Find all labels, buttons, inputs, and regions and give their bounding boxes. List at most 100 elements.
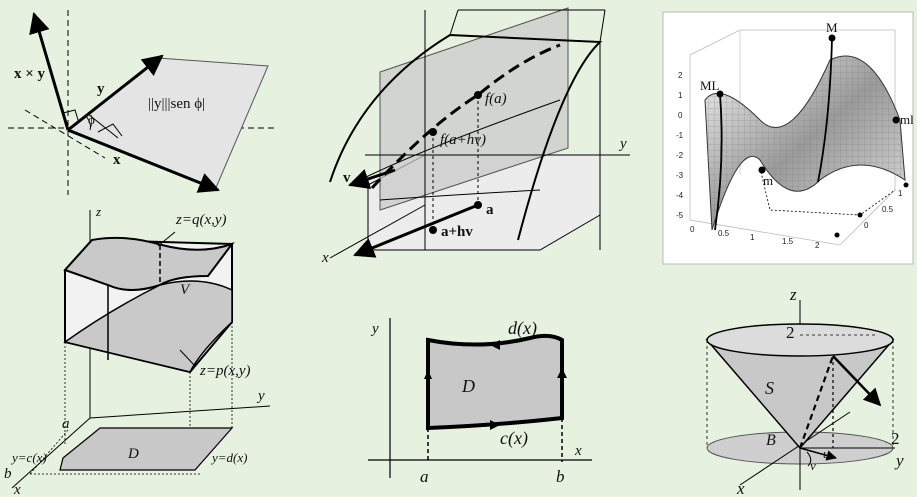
point-ahv — [429, 226, 437, 234]
z-axis-label: z — [95, 204, 101, 219]
x-tick: 1 — [750, 233, 755, 242]
top-surface-label: z=q(x,y) — [175, 212, 227, 228]
x-tick: 2 — [815, 241, 820, 250]
projection-point-1 — [857, 212, 863, 218]
point-fa — [474, 91, 482, 99]
x-tick: 1.5 — [782, 237, 794, 246]
x-axis — [11, 417, 91, 489]
lower-surface-edge — [359, 99, 561, 181]
height-line — [87, 113, 119, 139]
v-label: v — [810, 458, 816, 473]
z-tick: -2 — [676, 151, 684, 160]
fa-label: f(a) — [485, 91, 507, 107]
bottom-curve-label: c(x) — [500, 428, 528, 449]
a-label: a — [62, 416, 70, 432]
cone-top-rim — [706, 323, 894, 357]
z-tick-labels: 2 1 0 -1 -2 -3 -4 -5 — [676, 71, 684, 220]
z-tick: 0 — [678, 111, 683, 120]
v-vector-arrow — [348, 168, 396, 189]
box-edge-right — [599, 9, 606, 43]
x-axis-label: x — [13, 482, 21, 497]
area-label: ||y|||sen ϕ| — [148, 96, 205, 112]
y-axis-label: y — [370, 321, 379, 337]
bottom-arrowhead — [490, 420, 500, 430]
u-label: u — [823, 446, 830, 461]
region-d — [426, 333, 564, 431]
surface-curve-left — [714, 93, 723, 231]
fahv-label: f(a+hv) — [440, 132, 486, 148]
y-axis-label: y — [256, 388, 265, 404]
local-max-right-label: ml — [900, 112, 914, 127]
top-curve-label: d(x) — [508, 318, 537, 339]
bottom-surface-label: z=p(x,y) — [199, 363, 251, 379]
height-label: 2 — [786, 323, 795, 342]
surface-outline — [329, 33, 603, 241]
surface-curve-middle — [817, 37, 833, 183]
x-axis-label: x — [574, 443, 582, 459]
right-angle-mark — [62, 109, 80, 124]
y-axis-label: y — [894, 451, 904, 470]
x-tick: 0 — [690, 225, 695, 234]
lower-curve-label: y=c(x) — [10, 450, 47, 465]
max-point — [828, 34, 836, 42]
x-axis-label: x — [321, 250, 329, 266]
solid-region-diagram: z y x z=q(x,y) z=p(x,y) V D a b y=c(x) y… — [4, 204, 271, 497]
y-vector-arrow — [67, 54, 164, 132]
domain-curve — [379, 189, 541, 201]
z-axis-label: z — [789, 285, 797, 304]
a-label: a — [420, 467, 429, 486]
surface-plot-panel: ML M ml m 2 1 0 -1 -2 -3 -4 -5 0 0.5 1 1… — [662, 11, 914, 265]
right-arrowhead — [557, 368, 567, 378]
u-direction-arrow — [799, 447, 838, 461]
local-max-right-point — [892, 116, 900, 124]
surface-mesh — [705, 56, 905, 230]
y-vector-label: y — [97, 81, 105, 97]
base-label: B — [766, 432, 776, 449]
cone-diagram: z y x 2 2 S B u v — [705, 285, 904, 497]
directional-derivative-diagram: f(a) f(a+hv) a a+hv v x y — [321, 7, 630, 266]
max-label: M — [826, 20, 838, 35]
projection-point-2 — [834, 232, 840, 238]
min-point — [758, 166, 766, 174]
y-tick: 0 — [864, 221, 869, 230]
surface-label: S — [765, 378, 774, 398]
normal-vector-arrow — [832, 355, 882, 407]
a-label: a — [486, 202, 494, 218]
top-surface — [63, 236, 235, 291]
local-max-left-label: ML — [700, 78, 720, 93]
left-arrowhead — [424, 370, 432, 379]
y-axis-label: y — [618, 136, 627, 152]
z-tick: -4 — [676, 191, 684, 200]
radius-label: 2 — [891, 429, 900, 448]
z-tick: -3 — [676, 171, 684, 180]
upper-curve-label: y=d(x) — [210, 450, 247, 465]
cross-product-diagram: x × y y x ϕ ||y|||sen ϕ| — [8, 10, 275, 195]
point-a — [474, 201, 482, 209]
region-label: D — [127, 446, 139, 462]
x-vector-arrow — [67, 128, 220, 193]
x-axis — [739, 411, 851, 486]
x-vector-label: x — [113, 152, 121, 168]
y-tick-labels: 1 0.5 0 — [864, 189, 903, 230]
x-tick: 0.5 — [718, 229, 730, 238]
top-pointer — [157, 231, 176, 247]
height-right-angle — [97, 123, 123, 137]
y-tick: 1 — [898, 189, 903, 198]
vertical-plane — [379, 7, 569, 211]
projection-point-3 — [903, 182, 909, 188]
z-tick: 1 — [678, 91, 683, 100]
z-tick: -1 — [676, 131, 684, 140]
z-tick: 2 — [678, 71, 683, 80]
box-edge-top — [449, 9, 459, 36]
min-label: m — [763, 173, 773, 188]
x-tick-labels: 0 0.5 1 1.5 2 — [690, 225, 820, 250]
volume-label: V — [180, 282, 191, 298]
box-front-edges — [689, 55, 896, 246]
ahv-label: a+hv — [441, 224, 473, 240]
a-guide — [29, 429, 69, 475]
b-label: b — [556, 467, 565, 486]
point-fahv — [429, 128, 437, 136]
top-arrowhead — [490, 340, 500, 350]
bottom-pointer — [179, 349, 196, 367]
